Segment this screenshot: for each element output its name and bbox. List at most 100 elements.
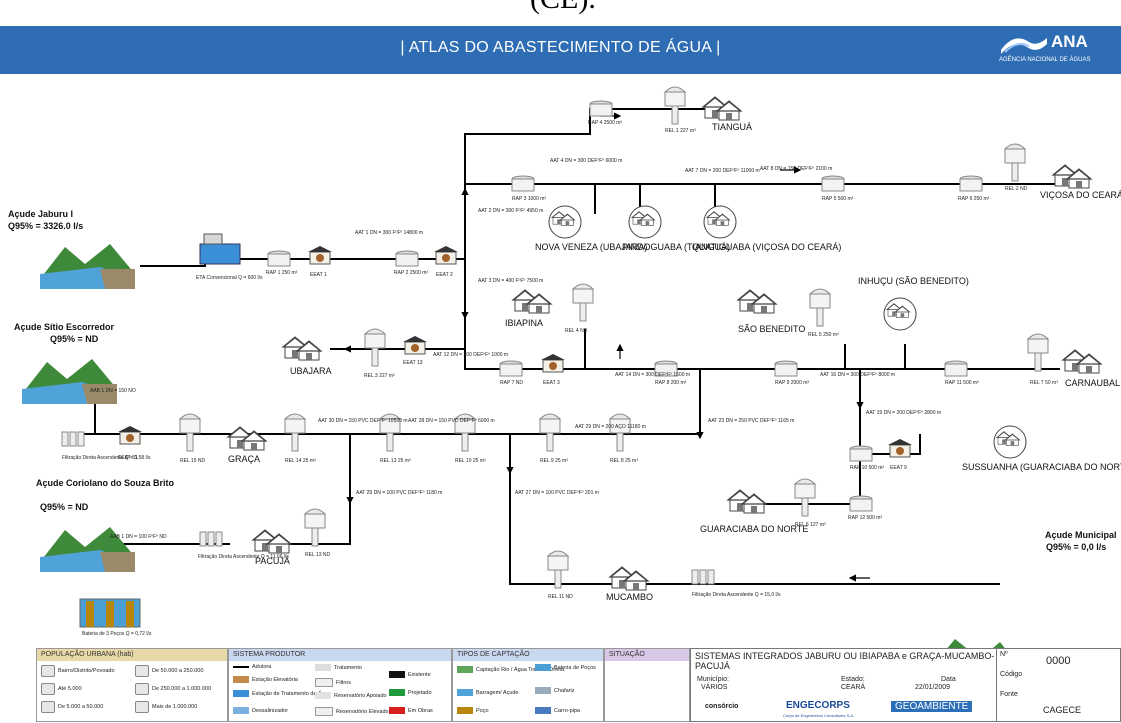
eeat31-pump xyxy=(117,425,143,445)
rel7-tower xyxy=(1027,333,1049,372)
population-icon xyxy=(41,665,55,677)
water-truck-icon xyxy=(535,707,551,714)
river-capture-icon xyxy=(457,666,473,673)
reservoir-sitio-q: Q95% = ND xyxy=(50,334,99,344)
rel14-tower xyxy=(284,413,306,452)
pipe-aat16: AAT 16 DN = 300 DEFºFº 8000 m xyxy=(820,372,895,378)
town-sao-benedito: SÃO BENEDITO xyxy=(738,324,805,334)
reservoir-municipal-name: Açude Municipal xyxy=(1045,530,1117,540)
rel2-label: REL 2 ND xyxy=(1005,186,1028,192)
rel5-label: REL 5 250 m³ xyxy=(808,332,839,338)
rel6-label: REL 6 127 m³ xyxy=(795,522,826,528)
ground-tank-icon xyxy=(315,692,331,699)
rel1-label: REL 1 227 m³ xyxy=(665,128,696,134)
pipe-aat3: AAT 3 DN = 400 FºFº 7500 m xyxy=(478,278,543,284)
filter-1 xyxy=(61,431,85,447)
town-quatiguaba: QUATIGUABA (VIÇOSA DO CEARÁ) xyxy=(692,242,841,252)
legend-pop-item-2: Até 5.000 xyxy=(41,683,82,695)
rap11-label: RAP 11 500 m³ xyxy=(945,380,979,386)
status-swatch-icon xyxy=(389,689,405,696)
house-guaraciaba xyxy=(727,489,767,514)
engecorps-subtext: Corpo de Engenheiros Consultores S.A. xyxy=(783,713,855,718)
pipe-aat7: AAT 7 DN = 200 DEFºFº 11000 m xyxy=(685,168,760,174)
engecorps-logo: ENGECORPS xyxy=(786,700,850,711)
pipe-network xyxy=(80,108,1060,585)
legend-sys-adutora: Adutora xyxy=(233,664,271,670)
rap10-label: RAP 10 500 m³ xyxy=(850,465,884,471)
population-icon xyxy=(135,683,149,695)
well-battery-icon xyxy=(535,664,551,671)
dam-icon xyxy=(457,689,473,696)
rel8-tower xyxy=(609,413,631,452)
rel13a-label: REL 13 25 m³ xyxy=(380,458,411,464)
town-ubajara: UBAJARA xyxy=(290,366,332,376)
legend-sys-tratamento: Tratamento xyxy=(315,664,362,671)
ana-logo-subtext: AGÊNCIA NACIONAL DE ÁGUAS xyxy=(999,57,1091,63)
legend-situation: SITUAÇÃO xyxy=(604,648,690,722)
pipe-aat29b: AAT 29 DN = 100 PVC DEFºFº 1180 m xyxy=(356,490,442,496)
pump-station-icon xyxy=(233,676,249,683)
eeat2-pump xyxy=(433,245,459,265)
rel10-label: REL 10 25 m³ xyxy=(455,458,486,464)
filter-1-label: Filtração Direta Ascendente Q = 3,58 l/s xyxy=(62,455,151,461)
legend-situation-head: SITUAÇÃO xyxy=(605,649,689,661)
eeat3-label: EEAT 3 xyxy=(543,380,560,386)
legend-pop-item-4: De 50.000 a 250.000 xyxy=(135,665,203,677)
ana-wave-icon xyxy=(1001,38,1047,54)
legend-pop-item-3: De 5.000 a 50.000 xyxy=(41,701,103,713)
filter-icon xyxy=(315,678,333,687)
town-guaraciaba: GUARACIABA DO NORTE xyxy=(700,524,808,534)
reservoir-coriolano-name: Açude Coriolano do Souza Brito xyxy=(36,478,175,488)
house-pacuja xyxy=(252,529,292,554)
eta-unit xyxy=(199,233,241,265)
legend-sys-filtros: Filtros xyxy=(315,678,351,687)
house-vicosa xyxy=(1052,164,1092,189)
treatment-icon xyxy=(315,664,331,671)
pipe-aat30: AAT 30 DN = 150 PVC DEFºFº 10520 m xyxy=(318,418,407,424)
dam-sitio xyxy=(22,359,117,404)
info-date-label: Data xyxy=(941,676,956,683)
house-tiangua xyxy=(702,96,742,121)
legend-pop-item-1: Bairro/Distrito/Povoado xyxy=(41,665,115,677)
rel1-tower xyxy=(664,86,686,125)
wells-battery xyxy=(79,598,141,628)
pipe-aat4: AAT 4 DN = 300 DEFºFº 6000 m xyxy=(550,158,622,164)
rap2-tank xyxy=(395,250,419,267)
eeat9-label: EEAT 9 xyxy=(890,465,907,471)
rel6-tower xyxy=(794,478,816,517)
top-strip: (CE). xyxy=(0,0,1121,26)
population-icon xyxy=(41,701,55,713)
rap9-tank xyxy=(774,360,798,377)
town-pindoguaba: PINDOGUABA (TIANGUÁ) xyxy=(622,242,730,252)
water-tower-icon xyxy=(315,707,333,716)
pipe-aat8: AAT 8 DN = 150 DEFºFº 2100 m xyxy=(760,166,832,172)
rap5-label: RAP 5 500 m³ xyxy=(822,196,854,202)
legend-status-projetado: Projetado xyxy=(389,689,432,696)
geoambiente-logo: GEOAMBIENTE xyxy=(891,701,973,712)
legend-sys-dessal: Dessalinizador xyxy=(233,707,288,714)
header-bar: | ATLAS DO ABASTECIMENTO DE ÁGUA | ANA A… xyxy=(0,26,1121,74)
well-icon xyxy=(457,707,473,714)
population-icon xyxy=(41,683,55,695)
rel3-label: REL 3 227 m³ xyxy=(364,373,395,379)
town-carnaubal: CARNAUBAL xyxy=(1065,378,1120,388)
rel11-label: REL 11 ND xyxy=(548,594,573,600)
legend-sys-elevado: Reservatório Elevado xyxy=(315,707,389,716)
pipe-aat1: AAT 1 DN = 300 FºFº 14800 m xyxy=(355,230,423,236)
rap10-tank xyxy=(849,445,873,462)
eeat2-label: EEAT 2 xyxy=(436,272,453,278)
rel3-tower xyxy=(364,328,386,367)
info-state-label: Estado: xyxy=(841,676,865,683)
rap4-label: RAP 4 2500 m³ xyxy=(588,120,622,126)
rap9-label: RAP 9 2000 m³ xyxy=(775,380,809,386)
pipe-aat27: AAT 27 DN = 100 PVC DEFºFº 201 m xyxy=(515,490,599,496)
info-code-label: Código xyxy=(1000,671,1023,678)
legend-sys-apoiado: Reservatório Apoiado xyxy=(315,692,387,699)
info-date-value: 22/01/2009 xyxy=(915,684,951,691)
reservoir-sitio-name: Açude Sítio Escorredor xyxy=(14,322,115,332)
population-icon xyxy=(135,701,149,713)
legend-cap-bateria: Bateria de Poços xyxy=(535,664,596,671)
pipe-aab1b: AAB 1 DN = 100 FºFº ND xyxy=(110,534,167,540)
town-sussuanha: SUSSUANHA (GUARACIABA DO NORTE) xyxy=(962,462,1121,472)
legend-sys-elevatoria: Estação Elevatória xyxy=(233,676,298,683)
